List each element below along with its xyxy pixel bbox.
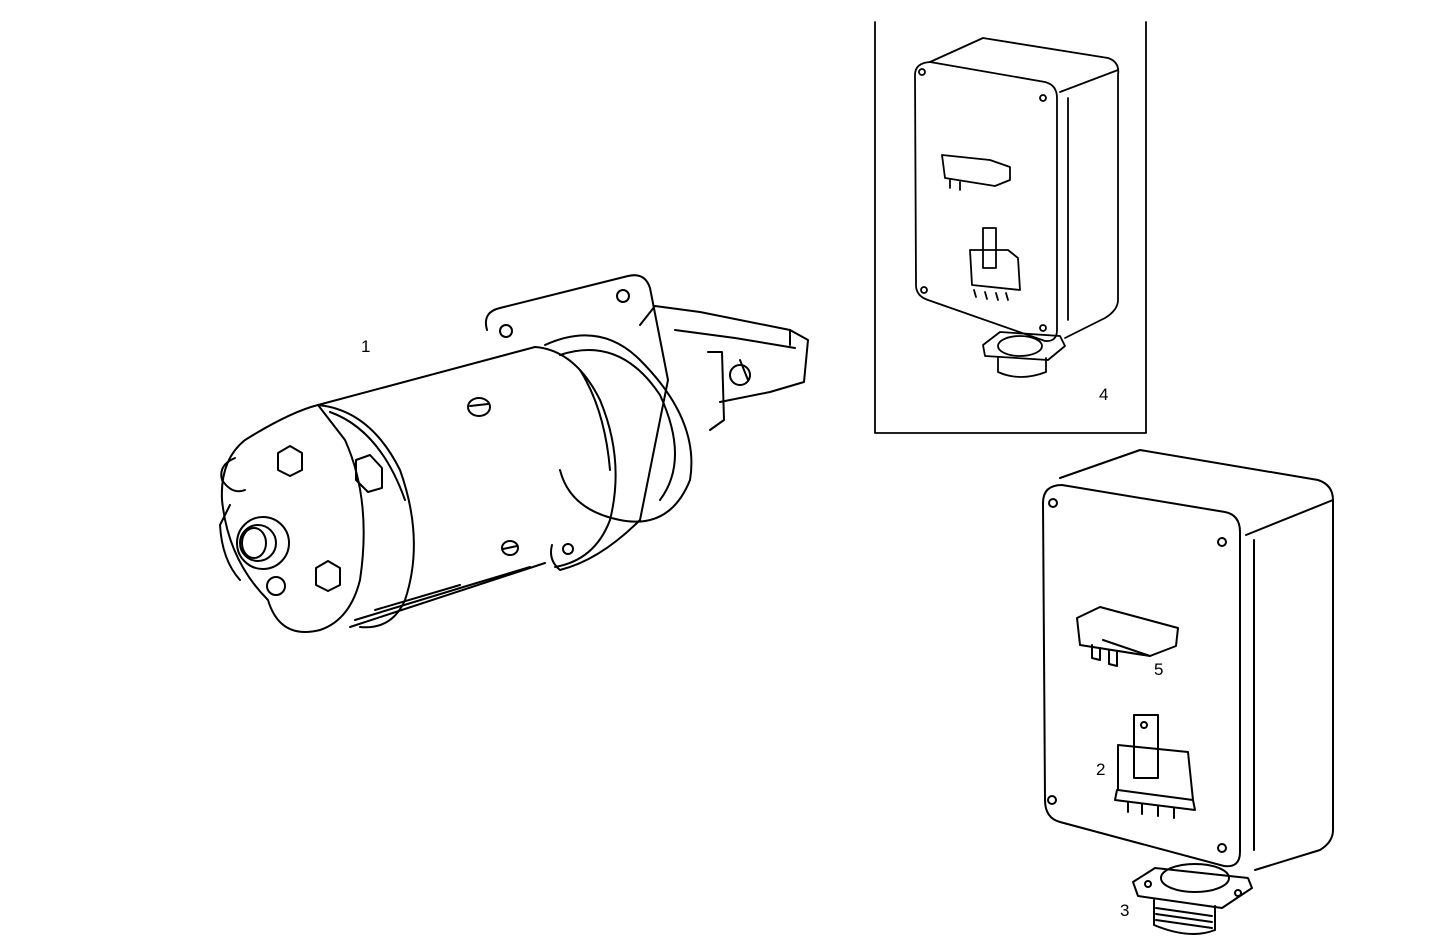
callout-label-5: 5 — [1154, 660, 1164, 679]
callout-label-2: 2 — [1096, 760, 1106, 779]
inset-control-box-drawing — [914, 37, 1120, 378]
starter-motor-drawing — [219, 274, 809, 633]
callout-label-3: 3 — [1120, 901, 1130, 920]
inset-frame — [874, 21, 1147, 434]
control-box-drawing — [1042, 449, 1334, 935]
callout-label-1: 1 — [361, 337, 371, 356]
callout-label-4: 4 — [1099, 385, 1109, 404]
